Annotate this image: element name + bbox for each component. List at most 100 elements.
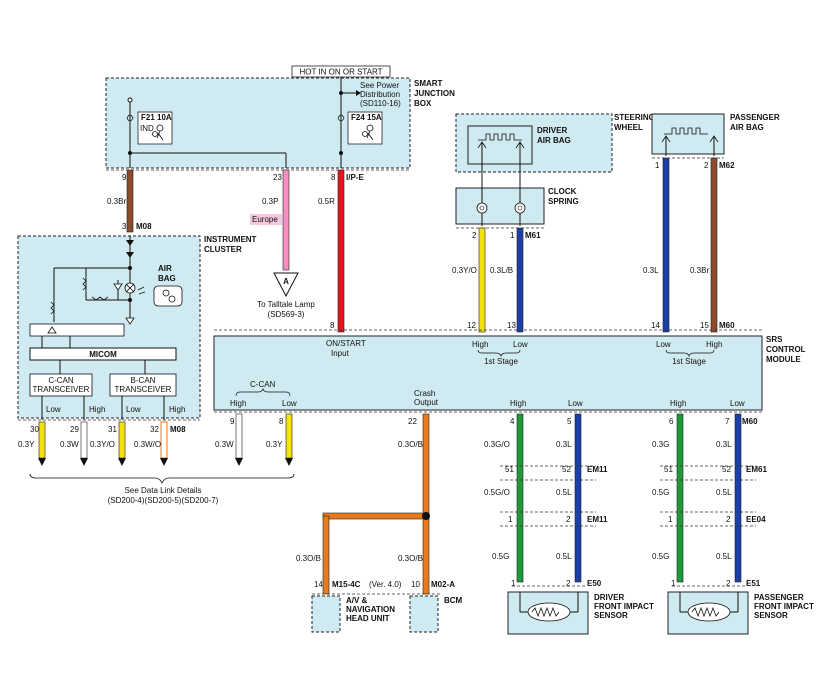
svg-text:29: 29: [70, 425, 79, 434]
svg-text:IND: IND: [140, 124, 154, 133]
svg-text:2: 2: [566, 515, 571, 524]
svg-text:5: 5: [567, 417, 572, 426]
wire-yellow-m61-2: [478, 227, 486, 333]
svg-text:0.3Y/O: 0.3Y/O: [452, 266, 477, 275]
svg-text:0.3L/B: 0.3L/B: [490, 266, 513, 275]
wire-white-29: [80, 421, 88, 459]
svg-text:EM11: EM11: [587, 515, 608, 524]
svg-text:F21 10A: F21 10A: [141, 113, 172, 122]
wire-brown-9: [126, 169, 134, 233]
wire-yellow-srs8: [285, 413, 293, 459]
svg-text:TRANSCEIVER: TRANSCEIVER: [115, 385, 172, 394]
svg-text:AIR: AIR: [158, 264, 172, 273]
svg-text:Output: Output: [414, 398, 439, 407]
svg-text:I/P-E: I/P-E: [346, 173, 364, 182]
svg-text:Low: Low: [46, 405, 61, 414]
svg-text:DRIVER: DRIVER: [537, 126, 567, 135]
svg-text:C-CAN: C-CAN: [48, 376, 74, 385]
svg-text:22: 22: [408, 417, 417, 426]
svg-text:2: 2: [566, 579, 571, 588]
wire-white-32: [160, 421, 168, 459]
svg-text:0.3L: 0.3L: [556, 440, 572, 449]
svg-text:DRIVER: DRIVER: [594, 593, 624, 602]
svg-text:0.3O/B: 0.3O/B: [398, 440, 423, 449]
svg-text:1st Stage: 1st Stage: [484, 357, 518, 366]
svg-text:0.3P: 0.3P: [262, 197, 278, 206]
svg-text:INSTRUMENT: INSTRUMENT: [204, 235, 257, 244]
svg-text:M08: M08: [136, 222, 152, 231]
airbag-person-icon: [152, 124, 164, 141]
svg-text:0.3O/B: 0.3O/B: [296, 554, 321, 563]
svg-text:0.3Br: 0.3Br: [107, 197, 126, 206]
talltale-lamp-link: A To Talltale Lamp (SD569-3): [257, 272, 315, 319]
svg-text:0.3L: 0.3L: [716, 440, 732, 449]
svg-text:1: 1: [511, 579, 516, 588]
svg-text:TRANSCEIVER: TRANSCEIVER: [33, 385, 90, 394]
svg-text:15: 15: [700, 321, 709, 330]
svg-text:9: 9: [230, 417, 235, 426]
srs-control-module: 8 12 13 14 15 M60 SRS CONTROL MODULE ON/…: [213, 321, 806, 426]
svg-text:M02-A: M02-A: [431, 580, 455, 589]
svg-text:7: 7: [725, 417, 730, 426]
svg-text:EE04: EE04: [746, 515, 766, 524]
svg-text:0.5G: 0.5G: [652, 552, 669, 561]
svg-text:High: High: [472, 340, 488, 349]
svg-text:Low: Low: [126, 405, 141, 414]
svg-text:High: High: [230, 399, 246, 408]
svg-text:0.3O/B: 0.3O/B: [398, 554, 423, 563]
svg-text:CLOCK: CLOCK: [548, 187, 577, 196]
svg-text:8: 8: [331, 173, 336, 182]
svg-text:0.3W: 0.3W: [215, 440, 234, 449]
svg-text:32: 32: [150, 425, 159, 434]
smart-junction-box: SMART JUNCTION BOX See Power Distributio…: [105, 77, 455, 171]
svg-text:PASSENGER: PASSENGER: [754, 593, 804, 602]
passenger-front-impact-sensor: PASSENGER FRONT IMPACT SENSOR: [667, 591, 814, 635]
svg-text:SRS: SRS: [766, 335, 783, 344]
svg-text:0.5L: 0.5L: [556, 552, 572, 561]
svg-text:0.5G: 0.5G: [652, 488, 669, 497]
svg-text:0.3Y: 0.3Y: [18, 440, 35, 449]
svg-text:(Ver. 4.0): (Ver. 4.0): [369, 580, 402, 589]
svg-text:JUNCTION: JUNCTION: [414, 89, 455, 98]
svg-text:High: High: [706, 340, 722, 349]
svg-text:A: A: [283, 277, 289, 286]
svg-text:1: 1: [508, 515, 513, 524]
instrument-cluster: INSTRUMENT CLUSTER AIR BAG: [17, 235, 257, 420]
svg-text:(SD200-4)(SD200-5)(SD200-7): (SD200-4)(SD200-5)(SD200-7): [108, 496, 219, 505]
svg-text:2: 2: [726, 515, 731, 524]
svg-text:0.3W/O: 0.3W/O: [134, 440, 161, 449]
svg-text:Low: Low: [656, 340, 671, 349]
svg-text:SENSOR: SENSOR: [754, 611, 788, 620]
svg-text:0.5L: 0.5L: [716, 488, 732, 497]
svg-text:31: 31: [108, 425, 117, 434]
svg-text:ON/START: ON/START: [326, 339, 366, 348]
svg-text:WHEEL: WHEEL: [614, 123, 643, 132]
svg-text:0.5L: 0.5L: [556, 488, 572, 497]
svg-text:BOX: BOX: [414, 99, 432, 108]
svg-text:2: 2: [472, 231, 477, 240]
svg-text:2: 2: [704, 161, 709, 170]
svg-text:AIR BAG: AIR BAG: [730, 123, 764, 132]
svg-text:SMART: SMART: [414, 79, 443, 88]
airbag-warning-icon: [153, 285, 183, 307]
airbag-person-icon: [362, 124, 374, 141]
svg-text:0.3Y: 0.3Y: [266, 440, 283, 449]
svg-text:Europe: Europe: [252, 215, 278, 224]
svg-text:M61: M61: [525, 231, 541, 240]
wire-yellow-30: [38, 421, 46, 459]
svg-text:(SD569-3): (SD569-3): [268, 310, 305, 319]
svg-text:(SD110-16): (SD110-16): [360, 99, 401, 108]
svg-text:M60: M60: [742, 417, 758, 426]
fuse-f21: F21 10A IND: [126, 97, 173, 168]
wire-blue-m61-1: [516, 227, 524, 333]
svg-text:High: High: [670, 399, 686, 408]
svg-text:EM11: EM11: [587, 465, 608, 474]
svg-text:FRONT IMPACT: FRONT IMPACT: [754, 602, 814, 611]
svg-text:Crash: Crash: [414, 389, 435, 398]
passenger-sensor-wiring: 0.3G 0.3L 51 52 EM61 0.5G 0.5L 1 2 EE04 …: [652, 413, 767, 588]
svg-text:52: 52: [722, 465, 731, 474]
svg-text:E50: E50: [587, 579, 602, 588]
svg-text:To Talltale Lamp: To Talltale Lamp: [257, 300, 315, 309]
svg-text:CLUSTER: CLUSTER: [204, 245, 242, 254]
